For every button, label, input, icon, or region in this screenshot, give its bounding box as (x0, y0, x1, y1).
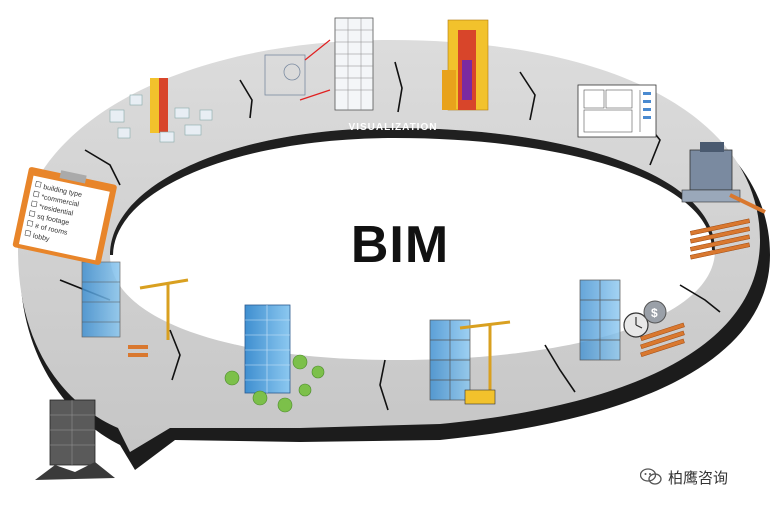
visualization-label: VISUALIZATION (348, 122, 438, 133)
checklist-box (26, 220, 34, 227)
checklist-box (35, 181, 42, 188)
massing-model-icon (109, 78, 213, 143)
steel-frame-building-icon (579, 279, 621, 361)
watermark: 柏鹰咨询 (640, 466, 770, 488)
schedule-clock-icon: $ (623, 300, 667, 338)
lumber-stack-icon (640, 218, 751, 358)
checklist-box (32, 190, 40, 198)
trees-icon (224, 354, 325, 413)
building-analysis-icon (264, 17, 374, 111)
checklist-box (24, 229, 32, 237)
ring-band (18, 40, 770, 470)
checklist-item: lobby (32, 233, 50, 243)
fabrication-machine-icon (681, 142, 766, 214)
watermark-text: 柏鹰咨询 (668, 468, 729, 487)
energy-model-icon (442, 19, 489, 111)
checklist-box (30, 200, 38, 208)
construction-crane-icon (429, 319, 511, 405)
under-construction-icon (81, 261, 189, 357)
center-title: BIM (350, 216, 450, 274)
floor-plan-icon (577, 84, 657, 138)
wechat-icon (640, 468, 662, 485)
completed-tower-icon (244, 304, 291, 394)
svg-text:$: $ (651, 306, 658, 320)
checklist-box (28, 210, 36, 217)
demolition-rubble-icon (35, 399, 115, 480)
